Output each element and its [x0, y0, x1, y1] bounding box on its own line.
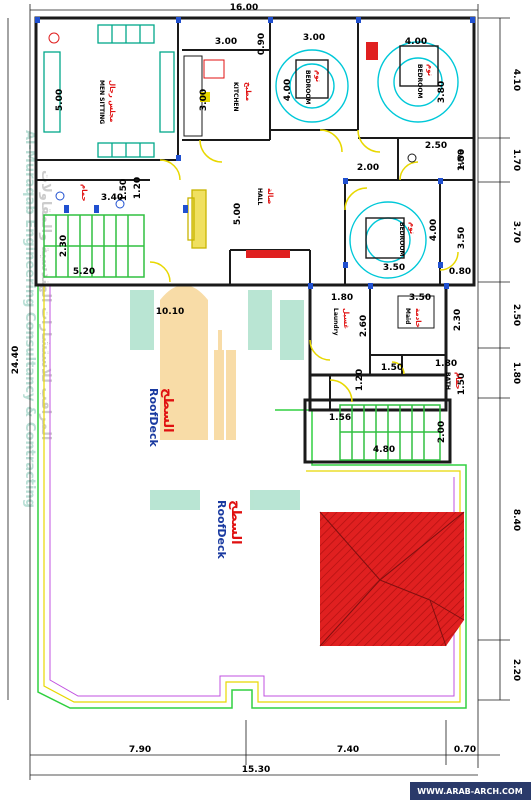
kitchen-sink — [200, 92, 210, 102]
svg-text:4.00: 4.00 — [283, 79, 293, 101]
dim-bottom-total: 15.30 — [242, 765, 270, 775]
room-label-hall: HALL — [256, 188, 263, 205]
dim-top-total: 16.00 — [230, 3, 258, 13]
roof-area — [319, 511, 465, 647]
svg-text:5.00: 5.00 — [233, 203, 243, 225]
svg-text:4.80: 4.80 — [373, 445, 395, 455]
svg-text:4.00: 4.00 — [405, 37, 427, 47]
dim-right-3: 2.50 — [511, 304, 521, 326]
room-label-bath-2: BATH — [444, 372, 451, 390]
room-label-kitchen: KITCHEN — [232, 82, 239, 112]
interior-dimensions: 3.00 0.90 3.00 4.00 5.00 3.00 4.00 3.80 … — [55, 33, 471, 455]
columns — [35, 17, 475, 289]
dim-bottom-2: 0.70 — [454, 745, 476, 755]
svg-text:1.80: 1.80 — [435, 359, 457, 369]
room-label-kitchen-ar: مطبخ — [244, 82, 252, 101]
svg-text:1.20: 1.20 — [355, 369, 365, 391]
watermark-ar: المراقب للاستشارات الهندسية والمقاولات — [38, 170, 53, 440]
dim-bottom-1: 7.40 — [337, 745, 359, 755]
room-label-men-sitting: MEN SITTING — [98, 80, 105, 124]
maid-bed — [397, 295, 435, 329]
svg-text:3.00: 3.00 — [215, 37, 237, 47]
hall-sofa — [187, 189, 207, 249]
room-label-bedroom-2-ar: نوم — [426, 64, 434, 77]
svg-text:0.90: 0.90 — [257, 33, 267, 55]
room-label-maid: Maid — [404, 308, 411, 324]
staircase-right — [339, 404, 441, 461]
svg-text:3.50: 3.50 — [409, 293, 431, 303]
dim-right-2: 3.70 — [511, 221, 521, 243]
room-label-men-sitting-ar: مجلس رجال — [108, 80, 116, 122]
svg-text:3.40: 3.40 — [101, 193, 123, 203]
bedroom-beds — [275, 41, 459, 279]
room-label-bedroom-3: BEDROOM — [398, 222, 405, 256]
svg-text:10.10: 10.10 — [156, 307, 184, 317]
svg-text:5.00: 5.00 — [55, 89, 65, 111]
roofdeck-2-en: RoofDeck — [215, 500, 228, 559]
watermark-en: Al-Muraqab Engineering Consultancy & Con… — [22, 130, 37, 508]
svg-text:2.60: 2.60 — [359, 315, 369, 337]
svg-text:4.00: 4.00 — [429, 219, 439, 241]
svg-text:2.50: 2.50 — [425, 141, 447, 151]
bath-fixtures — [48, 32, 417, 209]
bedroom-closet-red — [366, 42, 378, 60]
svg-text:1.50: 1.50 — [119, 179, 129, 201]
dimension-lines — [7, 4, 510, 780]
svg-text:1.50: 1.50 — [381, 363, 403, 373]
roofdeck-2-ar: السطح — [228, 500, 243, 545]
svg-text:3.00: 3.00 — [303, 33, 325, 43]
building-walls — [34, 16, 476, 464]
site-badge — [410, 782, 531, 800]
hall-tv-unit — [246, 250, 290, 258]
svg-text:1.80: 1.80 — [331, 293, 353, 303]
room-label-laundry: Laundry — [332, 308, 339, 336]
dim-right-5: 8.40 — [511, 509, 521, 531]
svg-text:2.30: 2.30 — [59, 235, 69, 257]
dim-bottom-0: 7.90 — [129, 745, 151, 755]
room-label-bedroom-1-ar: نوم — [314, 70, 322, 83]
staircase-left — [43, 214, 145, 278]
room-label-bedroom-1: BEDROOM — [304, 70, 311, 104]
room-label-hall-ar: صالة — [266, 188, 274, 205]
svg-text:1.56: 1.56 — [329, 413, 351, 423]
svg-text:0.80: 0.80 — [449, 267, 471, 277]
watermark-logo — [130, 285, 304, 510]
doors — [149, 129, 459, 403]
roofdeck-1-en: RoofDeck — [147, 388, 160, 447]
svg-text:3.50: 3.50 — [457, 227, 467, 249]
room-label-maid-ar: خادمة — [414, 308, 422, 328]
dim-right-0: 4.10 — [511, 69, 521, 91]
svg-text:2.30: 2.30 — [453, 309, 463, 331]
svg-text:2.00: 2.00 — [437, 421, 447, 443]
dim-right-4: 1.80 — [511, 362, 521, 384]
room-label-bath-1: BATH — [456, 150, 463, 168]
svg-text:3.50: 3.50 — [383, 263, 405, 273]
svg-text:5.20: 5.20 — [73, 267, 95, 277]
room-label-bedroom-2: BEDROOM — [416, 64, 423, 98]
roofdeck-1-ar: السطح — [160, 388, 175, 433]
room-label-laundry-ar: غسيل — [342, 308, 350, 329]
room-label-bedroom-3-ar: نوم — [408, 222, 416, 235]
room-label-bath-2-ar: حمام — [454, 372, 462, 390]
svg-text:1.50: 1.50 — [457, 373, 467, 395]
dim-left-total: 24.40 — [11, 346, 21, 374]
svg-text:3.00: 3.00 — [199, 89, 209, 111]
svg-text:1.20: 1.20 — [133, 177, 143, 199]
svg-text:3.80: 3.80 — [437, 81, 447, 103]
site-url: WWW.ARAB-ARCH.COM — [417, 787, 522, 796]
svg-text:1.50: 1.50 — [457, 149, 467, 171]
men-sitting-furniture — [43, 24, 175, 158]
interior-walls — [36, 18, 474, 410]
svg-text:2.00: 2.00 — [357, 163, 379, 173]
dim-right-1: 1.70 — [511, 149, 521, 171]
room-label-bath-1-ar: حمام — [80, 184, 88, 202]
dim-right-6: 2.20 — [511, 659, 521, 681]
